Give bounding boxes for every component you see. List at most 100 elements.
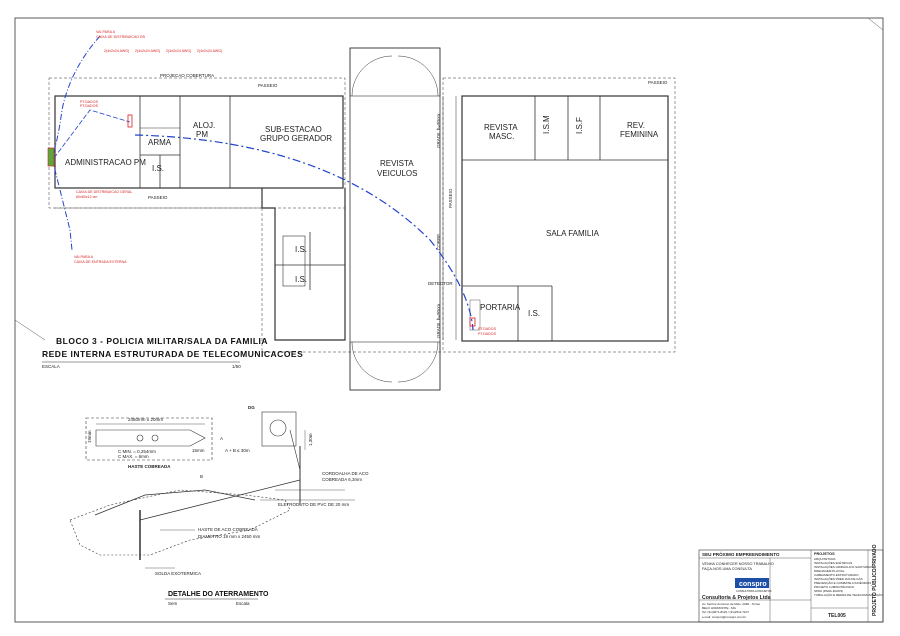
- label-passeio-top-right: PASSEIO: [648, 80, 668, 85]
- label-portaria: PORTARIA: [480, 303, 521, 312]
- tb-project: SEU PRÓXIMO EMPREENDIMENTO: [702, 550, 780, 557]
- label-aloj: ALOJ.: [193, 121, 215, 130]
- logo-text: conspro: [739, 581, 767, 588]
- haste-cmax: C MAX. = 6mm: [118, 454, 149, 459]
- distribution-box: [47, 147, 55, 167]
- cable-route-incoming: [51, 35, 101, 159]
- left-block-walls: [54, 95, 344, 189]
- detail-title: DETALHE DO ATERRAMENTO: [168, 591, 269, 598]
- eletroduto-label: ELETRODUTO DE PVC DE 20 mm: [278, 502, 349, 507]
- data-outlet: [127, 114, 133, 128]
- lower-wing-projection: [261, 208, 443, 353]
- label-a: A: [220, 436, 223, 441]
- label-caixa-geral: CAIXA DE DISTRIBUICAO GERAL: [76, 190, 132, 194]
- haste-detail-frame: [85, 417, 213, 461]
- label-cable-1: 2(4x2x24 AWG): [104, 49, 129, 53]
- label-cable-3: 2(4x2x24 AWG): [166, 49, 191, 53]
- gate-top: [349, 47, 441, 97]
- haste-cmin: C MIN. = 0,254mm: [118, 449, 156, 454]
- data-outlet-portaria: [469, 317, 476, 327]
- label-is-portaria: I.S.: [528, 309, 540, 318]
- haste-title: HASTE COBREADA: [128, 464, 171, 469]
- tb-sheet-code: TEL005: [828, 613, 846, 619]
- spacing-rule: A + B ≤ 30m: [225, 448, 250, 453]
- tb-projetos-header: PROJETOS: [814, 552, 835, 556]
- label-veiculos: VEICULOS: [377, 169, 417, 178]
- haste-aco-2: DIAMETRO 19 mm x 2450 mm: [198, 534, 261, 539]
- trench: [94, 489, 256, 516]
- label-projecao: PROJECAO COBERTURA: [160, 73, 214, 78]
- label-revista-masc: REVISTA: [484, 123, 518, 132]
- label-administracao: ADMINISTRACAO PM: [65, 158, 146, 167]
- label-entrada-2: CAIXA DE ENTRADA EXTERNA: [74, 260, 127, 264]
- label-passeio-corridor: PASSEIO: [448, 188, 453, 208]
- label-cable-2: 2(4x2x24 AWG): [135, 49, 160, 53]
- scale-value: 1/50: [232, 364, 241, 369]
- conspro-logo: [735, 578, 769, 588]
- gate-swing-top: [351, 55, 439, 97]
- floor-plan: [48, 47, 676, 391]
- label-arma: ARMA: [148, 138, 172, 147]
- haste-rod: [95, 429, 206, 447]
- label-feminina: FEMININA: [620, 130, 659, 139]
- room-labels: PASSEIO PROJECAO COBERTURA PASSEIO ADMIN…: [65, 73, 668, 338]
- label-grupo-gerador: GRUPO GERADOR: [260, 134, 332, 143]
- label-is-admin: I.S.: [152, 164, 164, 173]
- label-vai-para: VAI PARA A: [96, 30, 116, 34]
- grounding-labels: 2450mm ± 20mm 19mm C MIN. = 0,254mm C MA…: [87, 405, 369, 606]
- cordoalha-1: CORDOALHA DE ACO: [322, 471, 369, 476]
- haste-tip: 15mm: [192, 448, 205, 453]
- tb-projeto-item: INSTALAÇÕES ELÉTRICAS: [814, 560, 852, 565]
- tb-project-sub1: VENHA CONHECER NOSSO TRABALHO: [702, 562, 774, 566]
- title-block: SEU PRÓXIMO EMPREENDIMENTO VENHA CONHECE…: [698, 544, 884, 623]
- label-passeio-left: PASSEIO: [148, 195, 168, 200]
- label-caixa-eb: CAIXA DE DISTRIBUICAO EB: [96, 35, 146, 39]
- tb-projeto-item: CABEAMENTO ESTRUTURADO: [814, 573, 859, 577]
- tb-address2: BELO HORIZONTE - MG: [702, 606, 737, 610]
- logo-subtext: CONSULTORIA & PROJETOS: [736, 589, 772, 593]
- dg-cable: [289, 429, 301, 471]
- scale-label: ESCALA: [42, 364, 60, 369]
- dg-coil: [269, 419, 287, 437]
- fold-mark-left: [14, 319, 46, 341]
- detail-escala: Escala: [236, 601, 250, 606]
- height-label: 1,30m: [308, 433, 313, 446]
- tb-projeto-item: INSTALAÇÕES PRED.IAIS DE GÁS: [814, 576, 863, 581]
- label-pt-portaria-2: PT.DADOS: [478, 332, 497, 336]
- lower-wing-walls: [261, 188, 346, 341]
- tb-projeto-item: TUBULAÇÃO E REDES DE TELECOMUNICAÇÃO: [814, 592, 883, 597]
- cable-route-main: [134, 134, 474, 331]
- label-b: B: [200, 474, 203, 479]
- tb-projeto-item: PREVENÇÃO E COMBATE A INCÊNDIOS: [814, 580, 871, 585]
- telecom-routing: VAI PARA A CAIXA DE DISTRIBUICAO EB 2(4x…: [47, 30, 497, 336]
- right-block-walls: [461, 95, 669, 342]
- tb-vertical-text: PROJETO PÚBLICO/PRIVADO: [871, 544, 878, 616]
- detail-sem: Sem: [168, 601, 178, 606]
- cordoalha-2: COBREADA 6,3mm: [322, 477, 362, 482]
- soil: [69, 489, 291, 556]
- cover-projection-left: [48, 77, 346, 209]
- label-pt-portaria-1: PT.DADOS: [478, 327, 497, 331]
- label-is-wc2: I.S.: [295, 275, 307, 284]
- label-pt-admin-1: PT.DADOS: [80, 100, 99, 104]
- tb-projeto-item: PROJETO LUMINOTÉCNICO: [814, 584, 855, 589]
- haste-section: [136, 434, 144, 442]
- sheet-border: [14, 17, 884, 623]
- label-entrada-1: VAI PARA A: [74, 255, 94, 259]
- label-gradil-top: GRADIL h=90cm: [436, 114, 441, 148]
- tb-projeto-item: ARQUITETURA: [814, 557, 836, 561]
- solda-label: SOLDA EXOTERMICA: [155, 571, 201, 576]
- tb-projeto-item: DRENAGEM PLUVIAL: [814, 569, 845, 573]
- label-pt-admin-2: PT.DADOS: [80, 104, 99, 108]
- label-ism: I.S.M: [542, 115, 551, 134]
- label-sala-familia: SALA FAMILIA: [546, 229, 600, 238]
- vehicle-gate: [349, 47, 441, 391]
- plan-title: BLOCO 3 - POLICIA MILITAR/SALA DA FAMILI…: [42, 336, 303, 369]
- label-passeio-top-left: PASSEIO: [258, 83, 278, 88]
- grounding-detail: [69, 411, 355, 569]
- dg-label: DG: [248, 405, 255, 410]
- tb-company: Consultoria & Projetos Ltda: [702, 595, 771, 601]
- cover-projection-right: [442, 77, 676, 353]
